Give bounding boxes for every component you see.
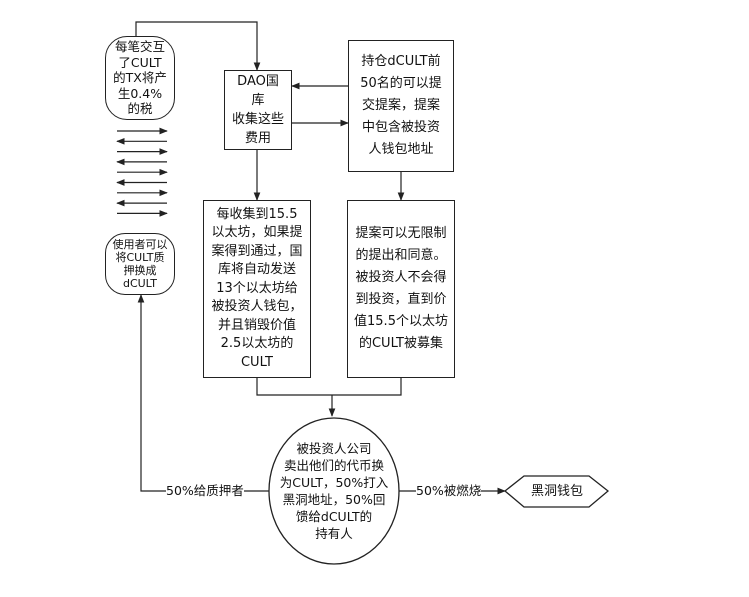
edge-fee-to-treasury <box>135 21 261 71</box>
black-hole-text: 黑洞钱包 <box>530 484 583 499</box>
label-burned-text: 50%被燃烧 <box>416 483 482 498</box>
dao-treasury-box: DAO国库 收集这些 费用 <box>224 70 292 150</box>
investee-circle-shape <box>268 417 400 565</box>
fee-note: 每笔交互 了CULT 的TX将产 生0.4% 的税 <box>105 36 175 120</box>
black-hole-node: 黑洞钱包 <box>510 478 604 505</box>
auto-payout-box: 每收集到15.5 以太坊，如果提 案得到通过，国 库将自动发送 13个以太坊给 … <box>203 200 311 378</box>
stake-note: 使用者可以 将CULT质 押换成 dCULT <box>105 233 175 295</box>
investee-circle: 被投资人公司 卖出他们的代币换 为CULT，50%打入 黑洞地址，50%回 馈给… <box>270 430 398 552</box>
top50-holders-text: 持仓dCULT前 50名的可以提 交提案，提案 中包含被投资 人钱包地址 <box>360 54 442 157</box>
transaction-arrows <box>116 127 168 217</box>
stake-note-text: 使用者可以 将CULT质 押换成 dCULT <box>112 238 168 290</box>
top50-holders-box: 持仓dCULT前 50名的可以提 交提案，提案 中包含被投资 人钱包地址 <box>348 40 454 172</box>
label-to-stakers-text: 50%给质押者 <box>166 483 244 498</box>
proposal-rules-text: 提案可以无限制 的提出和同意。 被投资人不会得 到投资，直到价 值15.5个以太… <box>354 226 448 351</box>
label-burned: 50%被燃烧 <box>416 483 482 499</box>
black-hole-hexagon <box>503 475 610 508</box>
proposal-rules-box: 提案可以无限制 的提出和同意。 被投资人不会得 到投资，直到价 值15.5个以太… <box>347 200 455 378</box>
investee-circle-text: 被投资人公司 卖出他们的代币换 为CULT，50%打入 黑洞地址，50%回 馈给… <box>279 441 389 541</box>
auto-payout-text: 每收集到15.5 以太坊，如果提 案得到通过，国 库将自动发送 13个以太坊给 … <box>211 206 303 370</box>
label-to-stakers: 50%给质押者 <box>166 483 244 499</box>
edge-payout-merge <box>256 378 402 396</box>
dao-treasury-text: DAO国库 收集这些 费用 <box>231 74 284 146</box>
fee-note-text: 每笔交互 了CULT 的TX将产 生0.4% 的税 <box>113 39 167 117</box>
